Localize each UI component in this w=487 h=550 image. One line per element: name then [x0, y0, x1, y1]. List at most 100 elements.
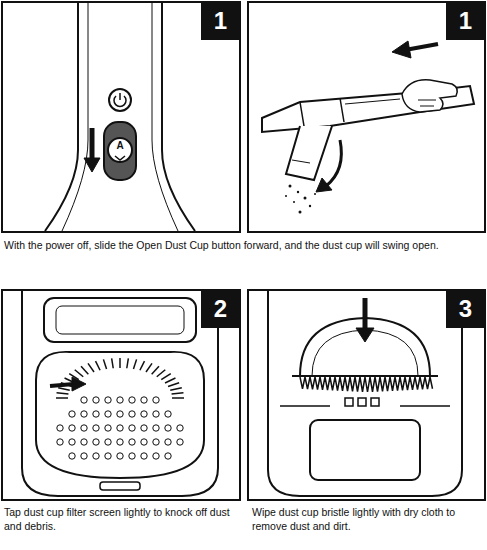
panel-frame-part: [248, 290, 485, 500]
dust-cup-front-view-part: [345, 398, 353, 406]
dust-cup-button-part: [115, 156, 125, 160]
step-badge: 1: [201, 2, 240, 40]
handheld-vacuum-part: [300, 102, 304, 126]
falling-dust-part: [304, 197, 307, 200]
motion-arrows-part: [326, 140, 341, 186]
filter-bristle-part: [161, 374, 171, 380]
dust-cup-front-view-part: [292, 375, 438, 377]
filter-holes-part: [69, 425, 75, 431]
filter-holes-part: [129, 397, 135, 403]
filter-holes-part: [165, 453, 171, 459]
filter-holes-part: [93, 453, 99, 459]
power-button: [109, 89, 131, 111]
filter-bristle-part: [96, 361, 101, 370]
step-number: 3: [459, 297, 472, 321]
filter-holes: [57, 397, 183, 459]
dust-cup-top-view-part: [44, 298, 196, 342]
filter-bristle-part: [56, 397, 68, 399]
hand-part: [402, 80, 457, 112]
filter-holes-part: [141, 439, 147, 445]
filter-bristle-part: [88, 363, 94, 372]
panel-frame-part: [2, 290, 240, 500]
filter-holes-part: [177, 425, 183, 431]
tap-arrow-part: [72, 377, 86, 391]
motion-arrows-part: [392, 41, 411, 58]
dust-cup-front-view-part: [310, 420, 420, 480]
filter-holes-part: [57, 425, 63, 431]
filter-holes-part: [129, 425, 135, 431]
panel-frame-part: [248, 2, 485, 232]
filter-holes-part: [93, 439, 99, 445]
filter-bristle-part: [112, 358, 114, 368]
step-badge: 1: [446, 2, 485, 40]
wipe-arrow-part: [363, 298, 368, 330]
filter-holes-part: [105, 453, 111, 459]
filter-holes-part: [81, 439, 87, 445]
step-caption: With the power off, slide the Open Dust …: [4, 239, 483, 253]
filter-holes-part: [117, 425, 123, 431]
filter-holes-part: [165, 411, 171, 417]
motion-arrows-part: [405, 44, 438, 50]
motion-arrows: [316, 41, 438, 192]
filter-holes-part: [141, 411, 147, 417]
handheld-vacuum-part: [345, 99, 400, 104]
filter-holes-part: [69, 453, 75, 459]
filter-bristle-part: [58, 388, 70, 391]
filter-bristle-part: [152, 366, 159, 374]
tap-arrow-part: [50, 384, 74, 386]
filter-bristle-part: [146, 363, 152, 372]
dust-cup-button-part: [104, 122, 136, 180]
dust-cup-top-view-part: [100, 482, 140, 490]
filter-holes-part: [141, 397, 147, 403]
handheld-vacuum-part: [286, 126, 332, 180]
filter-holes-part: [153, 453, 159, 459]
filter-holes-part: [117, 453, 123, 459]
vacuum-handle-part: [162, 3, 195, 231]
filter-holes-part: [93, 411, 99, 417]
filter-holes-part: [105, 411, 111, 417]
filter-holes-part: [165, 439, 171, 445]
wipe-arrow: [356, 298, 374, 342]
filter-holes-part: [141, 453, 147, 459]
hand-part: [418, 100, 436, 106]
falling-dust-part: [314, 193, 316, 195]
power-button-part: [119, 93, 121, 100]
filter-holes-part: [129, 439, 135, 445]
wipe-arrow-part: [356, 328, 374, 342]
filter-holes-part: [81, 453, 87, 459]
filter-bristle-part: [157, 370, 165, 377]
filter-holes-part: [81, 397, 87, 403]
filter-holes-part: [141, 425, 147, 431]
power-button-part: [109, 89, 131, 111]
slide-arrow-part: [84, 158, 100, 172]
filter-holes-part: [153, 439, 159, 445]
falling-dust-part: [297, 191, 299, 193]
filter-bristle-part: [133, 359, 136, 369]
filter-bristle-part: [170, 388, 182, 391]
filter-bristle-part: [168, 383, 179, 387]
filter-holes-part: [153, 411, 159, 417]
step-badge: 2: [201, 290, 240, 328]
falling-dust-part: [299, 211, 302, 214]
dust-cup-front-view-part: [268, 291, 462, 496]
dust-cup-front-view: [268, 291, 462, 496]
filter-holes-part: [105, 439, 111, 445]
motion-arrows-part: [316, 178, 332, 192]
dust-cup-top-view-part: [36, 352, 204, 478]
button-letter: A: [116, 141, 123, 151]
step-caption: Tap dust cup filter screen lightly to kn…: [4, 506, 240, 533]
vacuum-handle-part: [152, 3, 178, 231]
falling-dust: [285, 185, 316, 214]
filter-holes-part: [117, 397, 123, 403]
vacuum-handle: [45, 3, 195, 231]
dust-cup-button-part: [108, 138, 132, 162]
filter-bristle-part: [57, 393, 69, 394]
filter-holes-part: [165, 425, 171, 431]
filter-holes-part: [57, 439, 63, 445]
step-number: 1: [214, 9, 227, 33]
filter-bristle-part: [127, 358, 129, 368]
filter-bristle-part: [75, 370, 83, 377]
dust-cup-front-view-part: [280, 405, 450, 407]
